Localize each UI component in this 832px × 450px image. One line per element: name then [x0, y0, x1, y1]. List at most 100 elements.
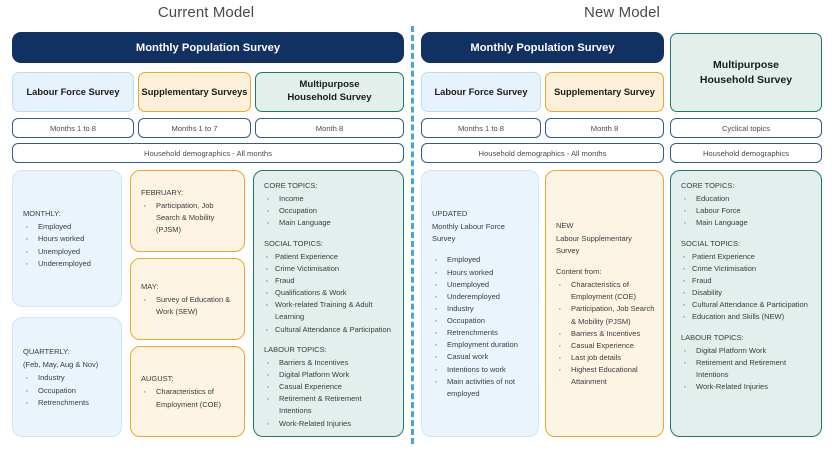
list-item: Employed [23, 220, 113, 236]
new-mhs-core-list: Education Labour Force Main Language [681, 192, 813, 232]
current-mhs-core-heading: CORE TOPICS: [264, 181, 318, 190]
list-item: Participation, Job Search & Mobility (PJ… [556, 302, 655, 327]
list-item: Main activities of not employed [432, 375, 530, 400]
model-divider [411, 26, 414, 444]
list-item: Hours worked [23, 232, 113, 248]
current-period-mhs: Month 8 [255, 118, 404, 138]
list-item: Crime Victimisation [681, 262, 813, 278]
list-item: Digital Platform Work [681, 344, 813, 360]
new-period-supp: Month 8 [545, 118, 664, 138]
list-item: Patient Experience [681, 250, 813, 266]
list-item: Qualifications & Work [264, 286, 395, 302]
list-item: Casual work [432, 350, 530, 366]
list-item: Crime Victimisation [264, 262, 395, 278]
list-item: Main Language [264, 216, 395, 232]
new-mhs-social-heading: SOCIAL TOPICS: [681, 238, 741, 248]
current-period-supp: Months 1 to 7 [138, 118, 251, 138]
list-item: Fraud [681, 274, 813, 290]
list-item: Employment duration [432, 338, 530, 354]
list-item: Disability [681, 286, 813, 302]
new-lfs-list: Employed Hours worked Unemployed Underem… [432, 253, 530, 400]
list-item: Retirement and Retirement Intentions [681, 356, 813, 381]
current-mhs-social-heading: SOCIAL TOPICS: [264, 238, 324, 248]
new-household-demographics-row: Household demographics - All months [421, 143, 664, 163]
current-mhs-labour-heading: LABOUR TOPICS: [264, 344, 327, 354]
new-lfs-tag: UPDATED [432, 208, 468, 218]
list-item: Retrenchments [23, 396, 113, 412]
new-mhs-labour-heading: LABOUR TOPICS: [681, 332, 744, 342]
new-lfs-box: UPDATED Monthly Labour Force Survey Empl… [421, 170, 539, 437]
current-model-title: Current Model [157, 4, 255, 21]
new-header-multipurpose-household-survey[interactable]: Multipurpose Household Survey [670, 33, 822, 112]
list-item: Fraud [264, 274, 395, 290]
current-lfs-monthly-box: MONTHLY: Employed Hours worked Unemploye… [12, 170, 122, 307]
list-item: Occupation [432, 314, 530, 330]
list-item: Underemployed [23, 257, 113, 273]
new-mps-banner: Monthly Population Survey [421, 32, 664, 63]
list-item: Barriers & Incentives [264, 356, 395, 372]
list-item: Patient Experience [264, 250, 395, 266]
list-item: Work-related Training & Adult Learning [264, 298, 395, 323]
current-supp-february-box: FEBRUARY: Participation, Job Search & Mo… [130, 170, 245, 252]
current-mhs-topics-box: CORE TOPICS: Income Occupation Main Lang… [253, 170, 404, 437]
current-supp-august-box: AUGUST: Characteristics of Employment (C… [130, 346, 245, 437]
new-lfs-title: Monthly Labour Force Survey [432, 222, 505, 244]
new-header-labour-force-survey[interactable]: Labour Force Survey [421, 72, 541, 112]
current-lfs-quarterly-box: QUARTERLY: (Feb, May, Aug & Nov) Industr… [12, 317, 122, 437]
list-item: Underemployed [432, 290, 530, 306]
current-supp-february-heading: FEBRUARY: [141, 187, 184, 197]
new-header-supplementary-survey[interactable]: Supplementary Survey [545, 72, 664, 112]
new-mhs-labour-list: Digital Platform Work Retirement and Ret… [681, 344, 813, 397]
list-item: Occupation [23, 384, 113, 400]
list-item: Cultural Attendance & Participation [681, 298, 813, 314]
new-mhs-topics-box: CORE TOPICS: Education Labour Force Main… [670, 170, 822, 437]
current-supp-february-list: Participation, Job Search & Mobility (PJ… [141, 199, 236, 236]
list-item: Cultural Attendance & Participation [264, 323, 395, 339]
current-lfs-monthly-heading: MONTHLY: [23, 209, 61, 219]
list-item: Participation, Job Search & Mobility (PJ… [141, 199, 236, 236]
new-model-title: New Model [584, 4, 660, 21]
current-lfs-quarterly-subheading: (Feb, May, Aug & Nov) [23, 360, 99, 370]
list-item: Last job details [556, 351, 655, 367]
new-mhs-household-demographics-row: Household demographics [670, 143, 822, 163]
list-item: Work-Related Injuries [681, 380, 813, 396]
current-supp-may-list: Survey of Education & Work (SEW) [141, 293, 236, 318]
list-item: Intentions to work [432, 363, 530, 379]
new-supp-title: Labour Supplementary Survey [556, 233, 632, 255]
current-supp-may-heading: MAY: [141, 281, 159, 291]
list-item: Industry [432, 302, 530, 318]
current-header-labour-force-survey[interactable]: Labour Force Survey [12, 72, 134, 112]
current-lfs-monthly-list: Employed Hours worked Unemployed Underem… [23, 220, 113, 273]
list-item: Barriers & Incentives [556, 327, 655, 343]
list-item: Unemployed [432, 278, 530, 294]
new-supp-box: NEW Labour Supplementary Survey Content … [545, 170, 664, 437]
current-mhs-social-list: Patient Experience Crime Victimisation F… [264, 250, 395, 339]
current-supp-august-heading: AUGUST: [141, 374, 174, 384]
new-supp-subheading: Content from: [556, 267, 602, 276]
list-item: Hours worked [432, 265, 530, 281]
current-period-lfs: Months 1 to 8 [12, 118, 134, 138]
list-item: Survey of Education & Work (SEW) [141, 293, 236, 318]
current-mhs-labour-list: Barriers & Incentives Digital Platform W… [264, 356, 395, 433]
current-header-supplementary-surveys[interactable]: Supplementary Surveys [138, 72, 251, 112]
current-lfs-quarterly-heading: QUARTERLY: [23, 347, 70, 357]
new-supp-tag: NEW [556, 220, 574, 230]
list-item: Income [264, 192, 395, 208]
list-item: Labour Force [681, 204, 813, 220]
new-mhs-core-heading: CORE TOPICS: [681, 181, 735, 190]
current-header-multipurpose-household-survey[interactable]: Multipurpose Household Survey [255, 72, 404, 112]
list-item: Education [681, 192, 813, 208]
list-item: Digital Platform Work [264, 368, 395, 384]
list-item: Unemployed [23, 245, 113, 261]
list-item: Employed [432, 253, 530, 269]
list-item: Retrenchments [432, 326, 530, 342]
new-period-lfs: Months 1 to 8 [421, 118, 541, 138]
list-item: Work-Related Injuries [264, 417, 395, 433]
current-household-demographics-row: Household demographics - All months [12, 143, 404, 163]
list-item: Retirement & Retirement Intentions [264, 392, 395, 417]
list-item: Occupation [264, 204, 395, 220]
current-mps-banner: Monthly Population Survey [12, 32, 404, 63]
list-item: Casual Experience [264, 380, 395, 396]
current-supp-august-list: Characteristics of Employment (COE) [141, 385, 236, 410]
